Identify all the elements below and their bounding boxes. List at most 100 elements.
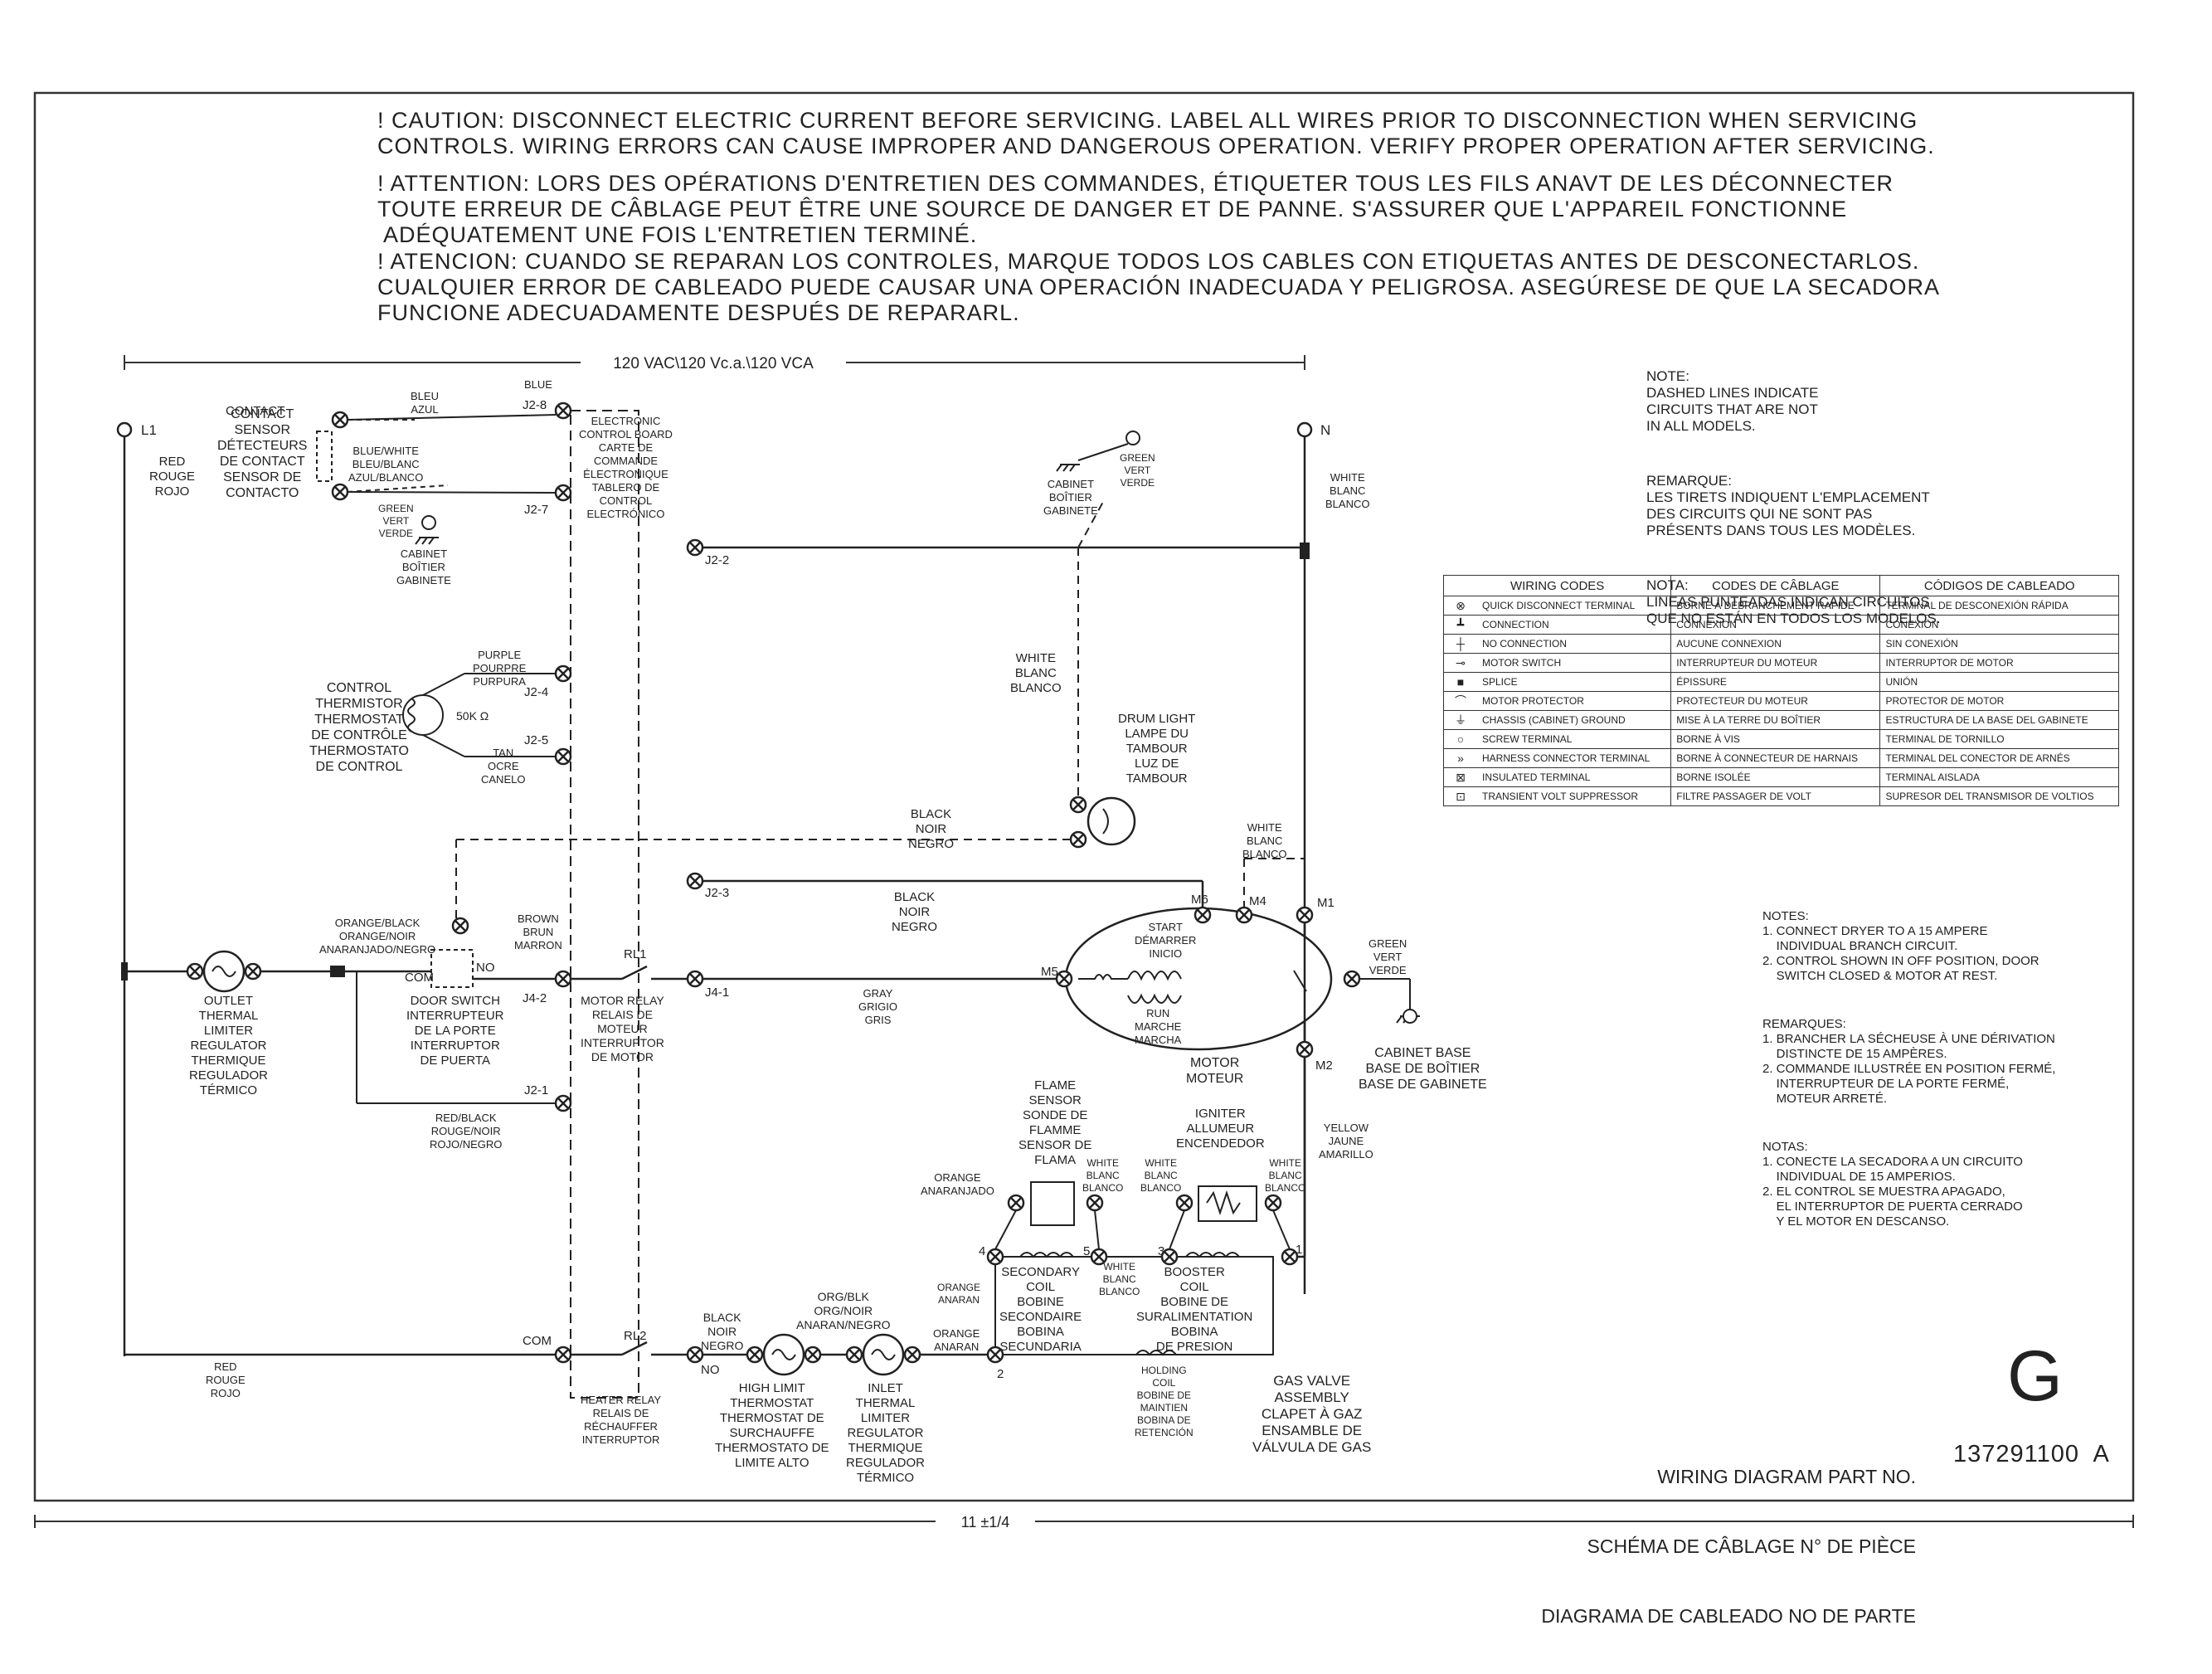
control-thermistor-label-text: CONTROL	[326, 681, 392, 695]
wire-green-top-text: GREEN	[1120, 452, 1155, 464]
code-symbol-icon: »	[1443, 748, 1477, 768]
wire-red-black-text: RED/BLACK	[435, 1112, 497, 1124]
terminal-com-heater-text: COM	[523, 1334, 552, 1348]
code-fr: BORNE À VIS	[1670, 729, 1881, 749]
wire-white-3-text: BLANC	[1268, 1170, 1302, 1181]
notes-es-line: 2. EL CONTROL SE MUESTRA APAGADO,	[1762, 1185, 2005, 1199]
control-thermistor-label-text: THERMOSTAT	[314, 713, 404, 727]
neutral-splice	[1300, 543, 1310, 559]
code-en: INSULATED TERMINAL	[1477, 767, 1672, 787]
cabinet-ground-top-label-text: CABINET	[1047, 478, 1095, 490]
control-board-label-text: CARTE DE	[598, 441, 654, 454]
wire-white-2-text: BLANC	[1144, 1170, 1178, 1181]
terminal-j2-2-text: J2-2	[705, 553, 730, 567]
notes-en-line: NOTES:	[1762, 909, 1809, 923]
flame-sensor-label-text: FLAMME	[1028, 1123, 1082, 1137]
notes-fr-line: REMARQUES:	[1762, 1017, 1846, 1031]
code-es: SUPRESOR DEL TRANSMISOR DE VOLTIOS	[1879, 786, 2119, 806]
high-limit-label-text: SURCHAUFFE	[729, 1426, 815, 1440]
code-es: INTERRUPTOR DE MOTOR	[1879, 653, 2119, 673]
wire-gray-text: GRAY	[863, 987, 893, 1000]
cabinet-base-label-text: BASE DE BOÎTIER	[1365, 1062, 1480, 1076]
secondary-coil-label-text: BOBINA	[1017, 1325, 1064, 1339]
dimension-label: 11 ±1/4	[961, 1514, 1010, 1530]
code-fr: MISE À LA TERRE DU BOÎTIER	[1670, 710, 1881, 730]
caution-es-line: CUALQUIER ERROR DE CABLEADO PUEDE CAUSAR…	[377, 275, 1940, 299]
control-thermistor-label-text: DE CONTRÔLE	[311, 728, 407, 742]
terminal-m1: M1	[1317, 896, 1334, 911]
notes-en-line: 1. CONNECT DRYER TO A 15 AMPERE	[1762, 924, 1988, 938]
code-symbol-icon: ○	[1443, 729, 1477, 749]
n-color-label-text: BLANCO	[1325, 498, 1370, 510]
motor-relay-label-text: RELAIS DE	[591, 1008, 653, 1021]
caution-en-line: ! CAUTION: DISCONNECT ELECTRIC CURRENT B…	[377, 108, 1918, 133]
part-label-fr: SCHÉMA DE CÂBLAGE N° DE PIÈCE	[1587, 1535, 1916, 1557]
contact-sensor-label-text: CONTACTO	[226, 486, 299, 500]
wire-red-black-text: ROJO/NEGRO	[430, 1138, 503, 1151]
inlet-limiter-label-text: TÉRMICO	[856, 1471, 915, 1485]
wire-white-3-text: BLANCO	[1265, 1182, 1306, 1194]
caution-fr-line: TOUTE ERREUR DE CÂBLAGE PEUT ÊTRE UNE SO…	[377, 197, 1848, 221]
inlet-limiter-label-text: REGULATOR	[847, 1426, 924, 1440]
wiring-codes-table: WIRING CODES CODES DE CÂBLAGE CÓDIGOS DE…	[1442, 575, 2119, 806]
code-fr: BORNE ISOLÉE	[1670, 767, 1881, 787]
code-en: SCREW TERMINAL	[1477, 729, 1672, 749]
high-limit-label-text: LIMITE ALTO	[735, 1456, 809, 1470]
terminal-j4-1: J4-1	[705, 985, 729, 1000]
wire-orange-black-text: ORANGE/BLACK	[334, 917, 421, 929]
flame-sensor-box	[1030, 1181, 1075, 1226]
terminal-gv-1-text: 1	[1296, 1243, 1303, 1257]
motor-relay-label-text: DE MOTOR	[591, 1050, 654, 1063]
wire-black-mid-text: BLACK	[893, 890, 936, 904]
control-board-label-text: ELECTRÓNICO	[586, 508, 665, 520]
code-symbol-icon: ⊗	[1443, 596, 1477, 616]
caution-en-line: CONTROLS. WIRING ERRORS CAN CAUSE IMPROP…	[377, 134, 1935, 158]
high-limit-label-text: HIGH LIMIT	[738, 1381, 805, 1395]
secondary-coil-label-text: COIL	[1026, 1280, 1056, 1294]
notes-es-line: Y EL MOTOR EN DESCANSO.	[1762, 1214, 1950, 1229]
igniter-label-text: ENCENDEDOR	[1176, 1136, 1265, 1151]
contact-sensor-label-text: CONTACT	[231, 407, 294, 421]
door-switch-label-text: DOOR SWITCH	[410, 994, 500, 1008]
part-label-en: WIRING DIAGRAM PART NO.	[1657, 1466, 1916, 1487]
wire-black-mid-text: NOIR	[898, 905, 931, 919]
code-es: PROTECTOR DE MOTOR	[1879, 691, 2119, 711]
door-switch-label-text: DE LA PORTE	[414, 1024, 496, 1038]
wire-blue-white-text: BLEU/BLANC	[352, 458, 420, 470]
terminal-j2-7-text: J2-7	[524, 503, 549, 517]
wire-white-1-text: BLANCO	[1082, 1182, 1124, 1194]
code-es: ESTRUCTURA DE LA BASE DEL GABINETE	[1879, 710, 2119, 730]
note-en-line: DASHED LINES INDICATE	[1646, 385, 1819, 401]
wire-white-motor-text: WHITE	[1247, 821, 1282, 834]
caution-es: ! ATENCION: CUANDO SE REPARAN LOS CONTRO…	[377, 249, 1940, 326]
wire-brown-text: MARRON	[514, 939, 562, 951]
secondary-coil-label-text: SECONDARY	[1001, 1265, 1080, 1279]
terminal-m6-text: M6	[1191, 893, 1208, 907]
wire-red-black-text: ROUGE/NOIR	[430, 1125, 501, 1137]
code-fr: BORNE À DÉBRANCHEMENT RAPIDE	[1670, 596, 1881, 616]
wire-white-2-text: WHITE	[1145, 1157, 1178, 1169]
terminal-j2-7: J2-7	[524, 503, 548, 518]
code-fr: ÉPISSURE	[1670, 672, 1881, 692]
cabinet-ground-left-label-text: GABINETE	[396, 574, 451, 586]
wire-orange-1-text: ANARANJADO	[921, 1185, 994, 1197]
outlet-limiter-label-text: OUTLET	[203, 994, 254, 1008]
n-color-label-text: BLANC	[1330, 484, 1366, 497]
wire-bleu-azul-text: AZUL	[411, 403, 439, 416]
wire-yellow-text: AMARILLO	[1319, 1148, 1373, 1161]
motor-relay-label-text: MOTOR RELAY	[581, 994, 664, 1007]
